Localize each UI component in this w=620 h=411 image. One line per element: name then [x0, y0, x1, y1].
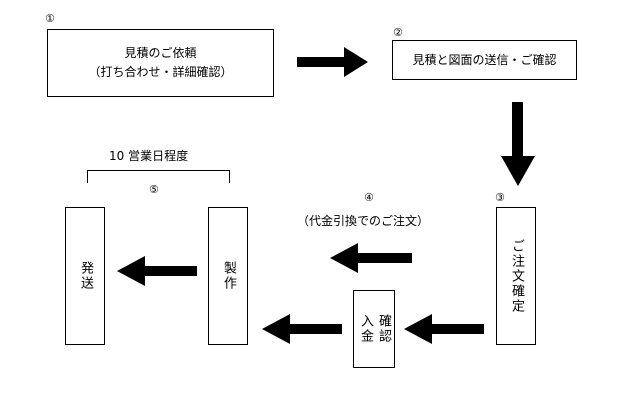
step-1-number: ①	[45, 12, 55, 25]
step-5-number: ⑤	[149, 183, 159, 196]
production-label: 製作	[221, 261, 236, 291]
payment-confirmation-label-col-1: 入金	[358, 314, 373, 344]
step-3-box: ご注文確定	[496, 207, 536, 345]
arrow-left-lower	[404, 314, 484, 344]
step-1-label-line-1: 見積のご依頼	[124, 46, 197, 60]
step-2-number: ②	[393, 26, 403, 39]
shipping-box: 発送	[65, 207, 105, 345]
step-3-label: ご注文確定	[509, 238, 524, 314]
production-box: 製作	[208, 207, 248, 345]
step-4-number: ④	[364, 191, 374, 204]
step-1-label-line-2: （打ち合わせ・詳細確認）	[88, 65, 233, 79]
arrow-right-1	[297, 47, 368, 77]
duration-bracket	[87, 170, 230, 183]
arrow-left-production	[117, 256, 197, 286]
shipping-label: 発送	[78, 261, 93, 291]
step-4-note: （代金引換でのご注文）	[297, 214, 430, 228]
payment-confirmation-box: 入金 確認	[353, 290, 395, 368]
step-2-box: 見積と図面の送信・ご確認	[392, 40, 577, 80]
payment-confirmation-label-col-2: 確認	[376, 314, 391, 344]
arrow-left-upper	[330, 243, 412, 273]
step-1-box: 見積のご依頼 （打ち合わせ・詳細確認）	[47, 29, 274, 97]
step-5-duration: 10 営業日程度	[109, 149, 189, 163]
step-2-label: 見積と図面の送信・ご確認	[412, 52, 557, 67]
arrow-down	[501, 102, 535, 186]
step-3-number: ③	[495, 191, 505, 204]
arrow-left-payment	[262, 314, 342, 344]
